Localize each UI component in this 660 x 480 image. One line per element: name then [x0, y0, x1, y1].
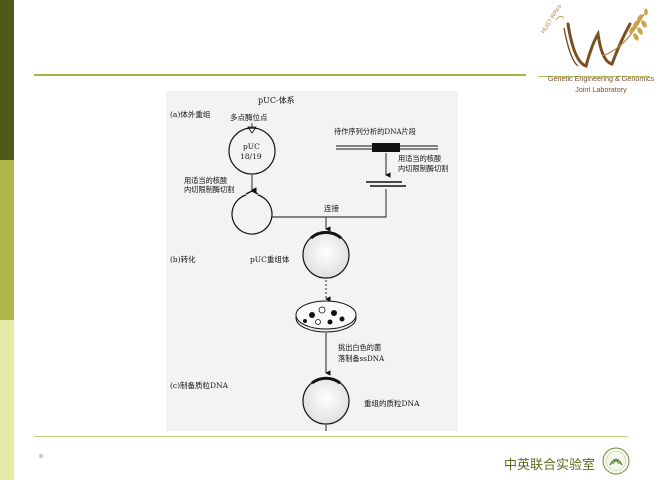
footer-lab-name: 中英联合实验室 [504, 458, 596, 473]
footer-rule [34, 436, 628, 437]
cut-plasmid [231, 194, 273, 235]
header-rule [34, 74, 526, 76]
puc-diagram: pUC-体系 (a)体外重组 多点酶位点 pUC 18/19 用适当的核酸 内切… [170, 95, 448, 431]
step-b-label: (b)转化 [170, 254, 196, 264]
left-band-light [0, 320, 14, 480]
ligation-label: 连接 [324, 203, 339, 213]
enzyme-right-line1: 用适当的核酸 [398, 154, 441, 163]
inserted-fragment [310, 231, 342, 240]
final-insert [311, 376, 341, 385]
final-label: 重组的质粒DNA [364, 398, 420, 408]
step-c-label: (c)制备质粒DNA [170, 380, 229, 390]
footer-seal-icon [602, 447, 630, 475]
final-plasmid [302, 377, 350, 425]
ligation-connector [272, 189, 387, 218]
step-a-label: (a)体外重组 [170, 109, 211, 119]
left-band-mid [0, 160, 14, 320]
lab-rule [538, 76, 650, 77]
logo-text: HUST-RRes [541, 4, 564, 35]
plasmid-version: 18/19 [240, 152, 262, 161]
enzyme-left-line2: 内切限制酶切割 [184, 185, 234, 194]
diagram-title: pUC-体系 [258, 95, 295, 105]
puc-plasmid [228, 127, 276, 175]
mcs-triangle [247, 126, 257, 134]
enzyme-right-line2: 内切限制酶切割 [398, 164, 448, 173]
left-band-dark [0, 0, 14, 160]
petri-dish [295, 300, 357, 333]
lab-logo: HUST-RRes [541, 4, 648, 68]
lab-name-line2: Joint Laboratory [575, 85, 627, 94]
pick-line2: 落制备ssDNA [338, 354, 385, 363]
puc-system-figure: pUC-体系 (a)体外重组 多点酶位点 pUC 18/19 用适当的核酸 内切… [166, 91, 458, 431]
recombinant-label: pUC重组体 [250, 254, 290, 264]
recombinant-plasmid [302, 231, 350, 279]
sticky-ends [245, 190, 259, 195]
pick-line1: 挑出白色的菌 [338, 343, 381, 352]
fragment-label: 待作序列分析的DNA片段 [334, 127, 416, 136]
mcs-label: 多点酶位点 [230, 112, 268, 122]
slide-bullet [39, 454, 43, 458]
lab-name-line1: Genetic Engineering & Genomics [547, 74, 655, 83]
target-fragment [372, 143, 400, 152]
plasmid-name: pUC [243, 142, 260, 151]
enzyme-left-line1: 用适当的核酸 [184, 176, 227, 185]
